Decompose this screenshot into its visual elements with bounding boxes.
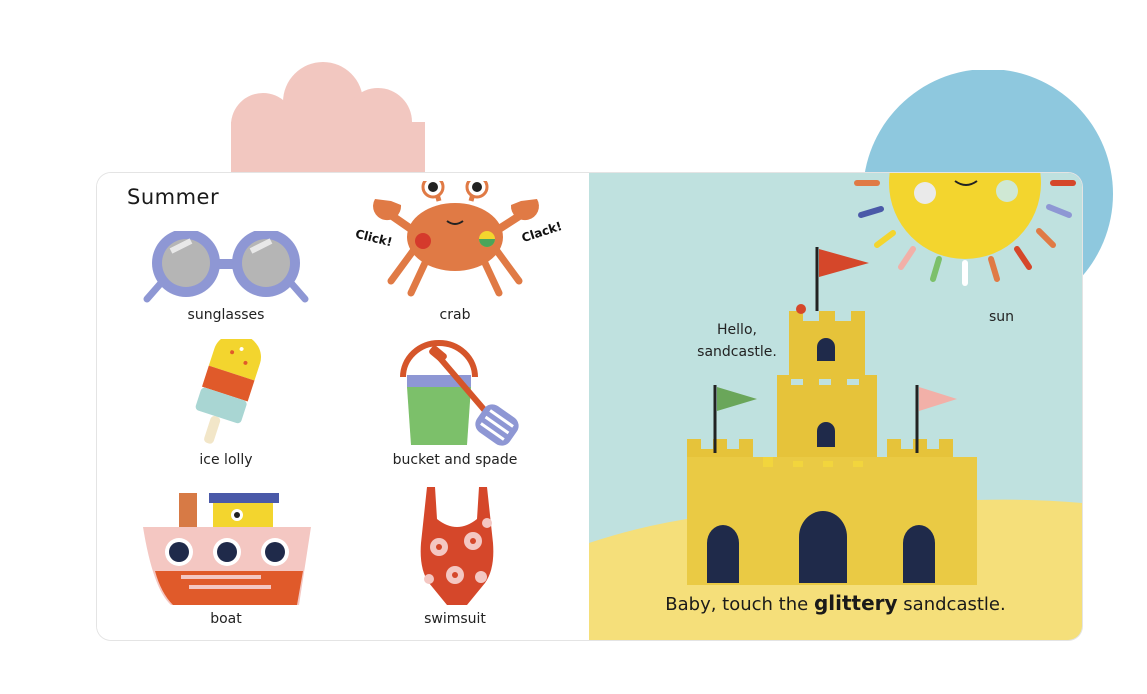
boat-label: boat: [210, 611, 242, 627]
bucket-and-spade-illustration: [400, 340, 519, 446]
crab-illustration: [373, 181, 539, 297]
bucket-and-spade-label: bucket and spade: [392, 452, 518, 468]
sun-label: sun: [989, 309, 1015, 325]
left-page: Summer sunglasses: [97, 173, 589, 640]
speech-text: Hello, sandcastle.: [677, 319, 797, 363]
board-book-spread: Summer sunglasses: [97, 173, 1082, 640]
caption-before: Baby, touch the: [665, 594, 814, 615]
speech-line-2: sandcastle.: [697, 344, 777, 360]
right-page: sun Hello, sandcastle.: [589, 173, 1082, 640]
caption-after: sandcastle.: [897, 594, 1006, 615]
caption-bold-word: glittery: [813, 591, 898, 615]
ice-lolly-label: ice lolly: [199, 452, 253, 468]
glittery-sandcastle[interactable]: [673, 243, 983, 588]
sunglasses-illustration: [143, 231, 309, 303]
page-caption: Baby, touch the glittery sandcastle.: [589, 591, 1082, 615]
swimsuit-illustration: [420, 487, 494, 605]
sunglasses-label: sunglasses: [187, 307, 265, 323]
pink-cloud-tab: [231, 62, 425, 180]
page-title: Summer: [127, 185, 220, 209]
sun-illustration: [854, 173, 1076, 286]
speech-line-1: Hello,: [717, 322, 757, 338]
ice-lolly-illustration: [195, 339, 261, 444]
swimsuit-label: swimsuit: [424, 611, 486, 627]
crab-label: crab: [439, 307, 471, 323]
boat-illustration: [143, 493, 311, 605]
